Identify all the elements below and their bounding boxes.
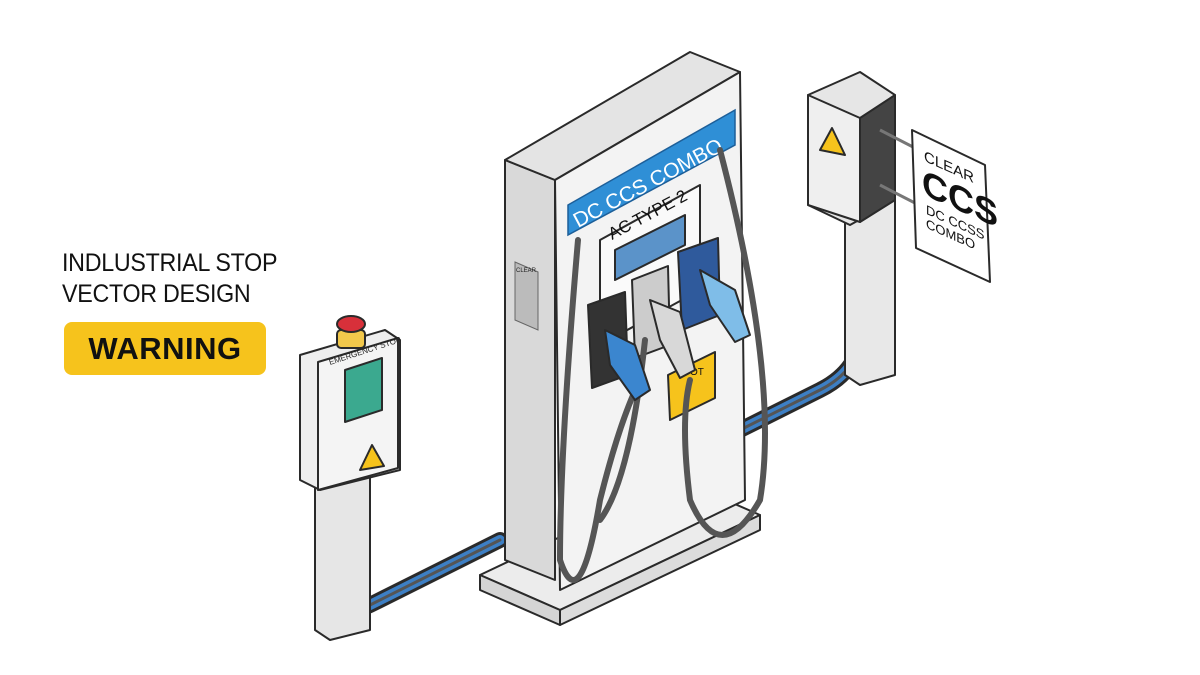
warning-badge: WARNING	[64, 322, 266, 375]
charger: DC CCS COMBO AC TYPE 2 CLEAR OT	[479, 51, 768, 626]
ccs-sign	[911, 129, 991, 283]
emergency-screen	[344, 357, 383, 423]
heading-line-2: VECTOR DESIGN	[62, 280, 251, 308]
heading: INDLUSTRIAL STOP VECTOR DESIGN	[62, 248, 277, 310]
warning-triangle-icon	[359, 444, 385, 471]
warning-plate-text: OT	[690, 367, 704, 378]
warning-badge-label: WARNING	[88, 330, 242, 366]
charging-connector[interactable]	[604, 329, 651, 401]
right-post: CLEAR CCS DC CCSS COMBO	[807, 71, 998, 386]
warning-triangle-icon	[819, 127, 846, 156]
top-banner	[567, 108, 736, 237]
charging-connector[interactable]	[699, 269, 751, 343]
side-label: CLEAR	[516, 268, 537, 274]
emergency-stop-post: EMERGENCY STOP	[299, 315, 402, 641]
emergency-stop-button[interactable]	[336, 315, 366, 333]
heading-line-1: INDLUSTRIAL STOP	[62, 249, 278, 277]
display-screen	[614, 214, 686, 281]
charging-connector[interactable]	[649, 299, 696, 379]
